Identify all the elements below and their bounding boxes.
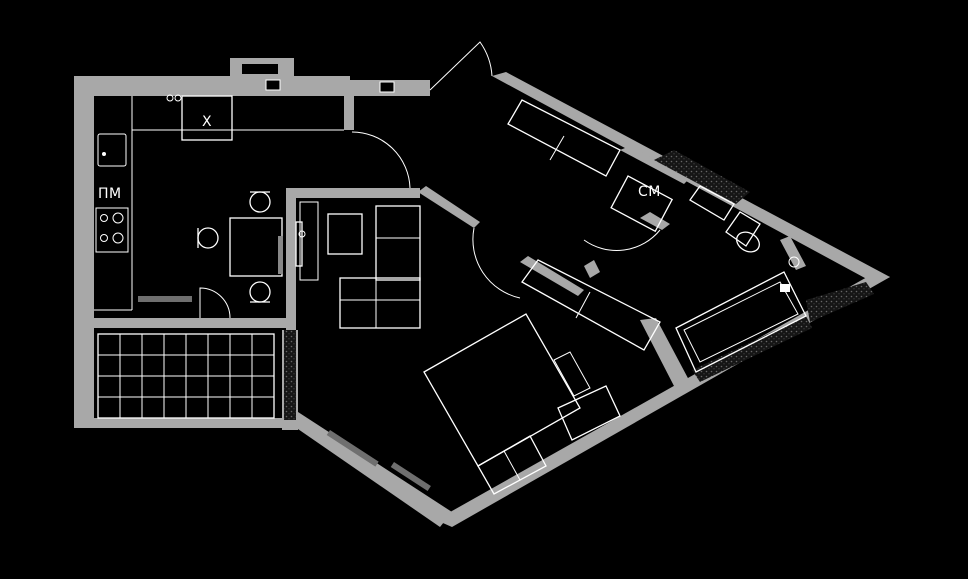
washing-machine-label: СМ xyxy=(638,184,661,200)
fridge-label: Х xyxy=(202,114,212,130)
bedroom xyxy=(423,313,621,495)
tv xyxy=(295,221,303,267)
sink-icon xyxy=(97,133,127,167)
washing-machine xyxy=(610,175,674,233)
wall-left xyxy=(74,76,94,424)
coffee-table xyxy=(327,213,363,255)
chair-top xyxy=(249,191,271,213)
balcony xyxy=(97,333,275,419)
kitchen: Х ПМ xyxy=(94,94,411,319)
wall-bottom-left-diagonal xyxy=(282,412,452,527)
bathroom-sink xyxy=(689,185,735,221)
stove-icon xyxy=(95,207,129,253)
dining-table xyxy=(229,217,283,277)
hallway xyxy=(429,41,661,351)
wall-top-left xyxy=(74,76,232,96)
chair-bottom xyxy=(249,281,271,303)
dishwasher-label: ПМ xyxy=(98,186,122,202)
fridge xyxy=(181,95,233,141)
wall-top-mid xyxy=(222,76,350,96)
wall-infill xyxy=(284,150,874,420)
sofa xyxy=(339,205,421,329)
bathtub xyxy=(675,271,807,373)
double-bed xyxy=(423,313,591,467)
toilet-icon xyxy=(725,211,761,253)
living-room xyxy=(295,201,521,491)
bathroom: СМ xyxy=(610,175,807,373)
walls xyxy=(74,58,890,527)
chair-left xyxy=(197,227,219,249)
